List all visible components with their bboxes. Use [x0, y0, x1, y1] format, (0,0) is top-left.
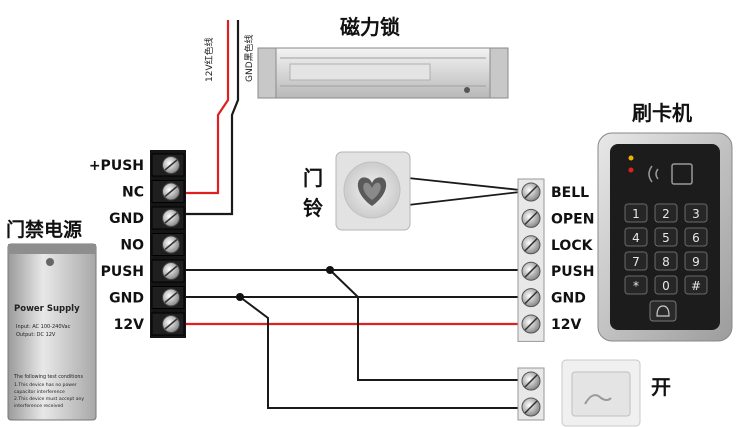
keypad-key-label: * [633, 279, 639, 293]
maglock [257, 47, 509, 99]
keypad-key [624, 203, 648, 223]
keypad-key [624, 251, 648, 271]
reader-terminal-slot [524, 238, 538, 252]
keypad-key-label: 4 [632, 231, 640, 245]
black-wire-label: GND黑色线 [243, 34, 255, 82]
reader-terminal-frame [517, 178, 545, 342]
keypad-key [684, 227, 708, 247]
maglock-label: 磁力锁 [340, 15, 400, 39]
psu-terminal-label: GND [109, 211, 144, 227]
psu-terminal-label: 12V [114, 317, 144, 333]
keypad-key [684, 275, 708, 295]
reader-terminal-slot [524, 264, 538, 278]
keypad-key-label: 3 [692, 207, 700, 221]
keypad-key [624, 227, 648, 247]
red-wire-maglock [183, 20, 230, 195]
keypad-key [654, 227, 678, 247]
reader-terminal-label: PUSH [551, 264, 594, 280]
keypad: 1 2 3 4 5 6 7 8 9 * 0 # [624, 203, 708, 295]
reader-terminal-label: GND [551, 291, 586, 307]
black-wire-maglock [183, 20, 240, 216]
psu-terminal-slot [164, 265, 178, 277]
exit-terminal-block [517, 367, 545, 421]
keypad-key-label: 2 [662, 207, 670, 221]
power-supply-label: 门禁电源 [6, 218, 82, 241]
keypad-key-label: 8 [662, 255, 670, 269]
psu-notice-line: interference received [14, 403, 63, 409]
psu-terminal-slot [164, 318, 178, 330]
psu-spec-line: Input: AC 100-240Vac [16, 324, 71, 330]
keypad-key-label: 5 [662, 231, 670, 245]
junction-gnd [236, 293, 244, 301]
bell-button-icon [649, 300, 677, 322]
red-wire-label: 12V红色线 [203, 37, 215, 82]
heart-speaker-icon [357, 177, 387, 206]
psu-notice-line: 1.This device has no power [14, 382, 77, 388]
keypad-key [684, 203, 708, 223]
reader-terminal-slot [524, 185, 538, 199]
psu-terminal-slot [164, 159, 178, 171]
black-wire-push-exit [329, 269, 520, 381]
wires [183, 20, 521, 409]
reader-terminal-slot [524, 211, 538, 225]
keypad-key [654, 251, 678, 271]
psu-terminal-slot [164, 291, 178, 304]
bell-wire-2 [407, 191, 521, 206]
psu-terminal-label: NC [122, 185, 144, 201]
reader-terminal-label: OPEN [551, 211, 594, 227]
psu-notice-line: capacitor interference [14, 389, 65, 395]
keypad-key-label: 6 [692, 231, 700, 245]
junction-push [326, 266, 334, 274]
exit-button-label: 开 [651, 375, 671, 399]
psu-terminal-label: +PUSH [89, 158, 144, 174]
keypad-key [654, 203, 678, 223]
reader-terminal-label: LOCK [551, 238, 594, 254]
psu-brand: Power Supply [14, 304, 80, 314]
psu-terminal-slot [164, 185, 178, 198]
card-reader-label: 刷卡机 [632, 101, 692, 125]
keypad-key-label: 0 [662, 279, 670, 293]
reader-terminal-slot [524, 317, 538, 331]
keypad-key [684, 251, 708, 271]
psu-notice-line: 2.This device must accept any [14, 396, 84, 402]
psu-terminal-slot [164, 238, 178, 251]
reader-terminal-slot [524, 291, 538, 305]
psu-notice-title: The following test conditions [13, 374, 83, 380]
black-wire-gnd-exit [239, 296, 520, 409]
keypad-key-label: # [691, 279, 701, 293]
psu-terminal-label: PUSH [101, 264, 144, 280]
doorbell-label-1: 门 [303, 166, 323, 190]
power-supply: Power Supply Input: AC 100-240VacOutput:… [7, 243, 97, 421]
reader-terminal-block: BELL OPEN LOCK PUSH GND 12V [517, 178, 594, 342]
psu-terminal-slot [164, 212, 178, 224]
psu-terminal-block: +PUSH NC GND NO PUSH GND 12V [89, 150, 186, 338]
bell-wire-1 [407, 177, 521, 191]
psu-terminal-label: GND [109, 291, 144, 307]
keypad-key-label: 7 [632, 255, 640, 269]
reader-terminal-label: BELL [551, 185, 589, 201]
keypad-key-label: 9 [692, 255, 700, 269]
keypad-key-label: 1 [632, 207, 640, 221]
rfid-icon [648, 163, 693, 185]
psu-spec-line: Output: DC 12V [16, 332, 56, 338]
exit-button [561, 359, 641, 427]
card-reader: 1 2 3 4 5 6 7 8 9 * 0 # [597, 132, 733, 342]
reader-terminal-label: 12V [551, 317, 581, 333]
doorbell-label-2: 铃 [303, 196, 323, 220]
doorbell [335, 151, 411, 231]
psu-terminal-label: NO [120, 238, 144, 254]
keypad-key [654, 275, 678, 295]
keypad-key [624, 275, 648, 295]
